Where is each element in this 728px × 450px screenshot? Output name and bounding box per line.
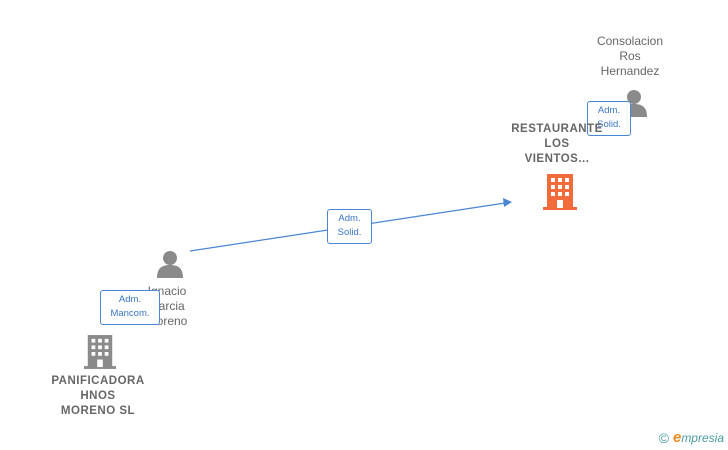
empresia-logo: © empresia	[659, 429, 724, 446]
building-icon[interactable]	[543, 174, 577, 210]
edge-arrowhead	[503, 198, 512, 207]
relation-badge-adm-solid[interactable]: Adm. Solid.	[327, 209, 372, 244]
person-icon[interactable]	[155, 249, 185, 279]
brand-initial: e	[672, 429, 682, 446]
company-label-restaurante[interactable]: RESTAURANTE LOS VIENTOS...	[511, 123, 603, 165]
relation-badge-adm-solid[interactable]: Adm. Solid.	[587, 101, 631, 136]
relation-badge-adm-mancom[interactable]: Adm. Mancom.	[100, 290, 160, 325]
copyright-icon: ©	[658, 429, 669, 446]
company-label-panificadora[interactable]: PANIFICADORA HNOS MORENO SL	[51, 375, 145, 417]
brand-name: mpresia	[681, 431, 724, 445]
building-icon[interactable]	[84, 334, 116, 370]
person-label-consolacion[interactable]: Consolacion Ros Hernandez	[596, 34, 664, 78]
